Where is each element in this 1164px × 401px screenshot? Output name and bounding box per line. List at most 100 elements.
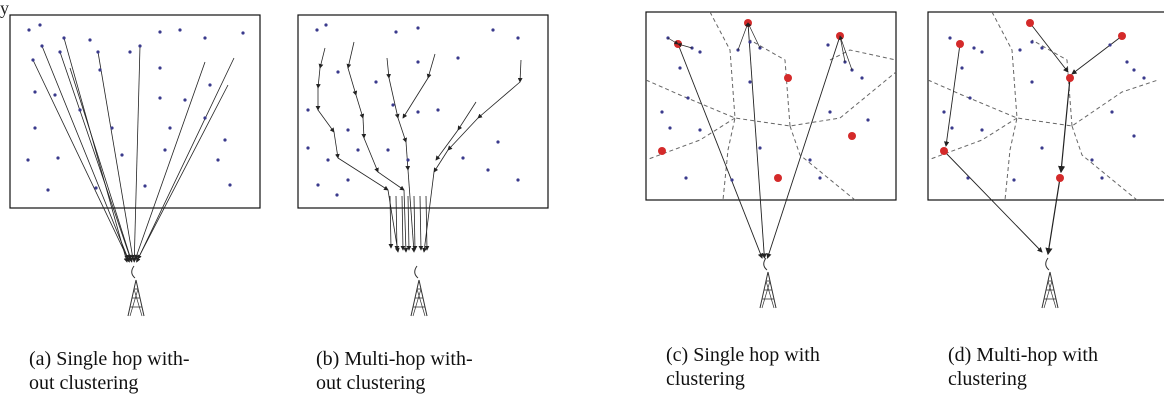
transmission-edge: [355, 94, 365, 119]
transmission-edge: [394, 195, 400, 251]
sensor-node: [38, 23, 42, 27]
sensor-node: [1108, 43, 1112, 47]
panel-a: (a) Single hop with- out clustering: [0, 0, 290, 401]
sensor-node: [1132, 134, 1136, 138]
sensor-node: [306, 108, 310, 112]
top-text-fragment: y: [0, 0, 9, 18]
diagram-single-hop-with-clustering: [645, 11, 897, 309]
transmission-edge: [422, 171, 435, 253]
transmission-edge: [69, 67, 133, 263]
transmission-edge: [517, 59, 523, 83]
sensor-node: [88, 38, 92, 42]
cluster-head: [1056, 174, 1064, 182]
sensor-node: [456, 56, 460, 60]
sensor-node: [1030, 40, 1034, 44]
cluster-head: [1026, 19, 1034, 27]
transmission-edge: [447, 117, 479, 151]
transmission-edge: [63, 37, 129, 263]
cluster-head: [658, 147, 666, 155]
transmission-edge: [333, 131, 340, 159]
diagram-single-hop-without-clustering: [9, 14, 261, 317]
sensor-node: [686, 96, 690, 100]
sensor-node: [178, 28, 182, 32]
sensor-node: [660, 110, 664, 114]
cluster-head: [784, 74, 792, 82]
sensor-node: [980, 50, 984, 54]
diagram-multi-hop-with-clustering: [927, 11, 1164, 309]
cluster-boundary: [749, 39, 791, 127]
transmission-edge: [667, 37, 679, 45]
transmission-edge: [839, 35, 853, 71]
cluster-head: [1066, 74, 1074, 82]
network-field-frame: [927, 11, 1164, 201]
sensor-node: [416, 60, 420, 64]
transmission-edge: [41, 45, 129, 260]
transmission-edge: [766, 35, 841, 259]
transmission-edge: [435, 129, 459, 161]
sensor-node: [1090, 158, 1094, 162]
caption-d-line-1: (d) Multi-hop with: [948, 344, 1098, 366]
sensor-node: [208, 83, 212, 87]
transmission-edge: [677, 42, 693, 49]
cluster-head: [848, 132, 856, 140]
sensor-node: [336, 70, 340, 74]
sensor-node: [496, 140, 500, 144]
caption-a-line-1: (a) Single hop with-: [29, 348, 190, 370]
sensor-node: [158, 96, 162, 100]
caption-b-line-2: out clustering: [316, 372, 426, 394]
transmission-edge: [347, 67, 358, 96]
sensor-node: [394, 30, 398, 34]
sensor-node: [942, 110, 946, 114]
sensor-node: [391, 103, 395, 107]
sensor-node: [758, 146, 762, 150]
cluster-boundary: [645, 71, 897, 127]
cluster-boundary: [1071, 125, 1138, 201]
transmission-edge: [386, 57, 391, 79]
sensor-node: [516, 36, 520, 40]
sensor-node: [968, 96, 972, 100]
sensor-node: [158, 30, 162, 34]
sensor-node: [228, 183, 232, 187]
sensor-node: [1030, 80, 1034, 84]
sensor-node: [748, 40, 752, 44]
sensor-node: [58, 50, 62, 54]
transmission-edge: [406, 195, 412, 251]
transmission-edge: [838, 35, 846, 63]
transmission-edge: [677, 43, 763, 259]
sensor-node: [1142, 76, 1146, 80]
transmission-edge: [137, 84, 229, 260]
sensor-node: [386, 148, 390, 152]
caption-b: (b) Multi-hop with- out clustering: [316, 347, 473, 395]
sensor-node: [110, 126, 114, 130]
transmission-edge: [134, 61, 206, 260]
sensor-node: [461, 156, 465, 160]
transmission-edge: [457, 101, 477, 131]
sensor-node: [335, 193, 339, 197]
transmission-edge: [1029, 22, 1069, 73]
sensor-node: [306, 146, 310, 150]
transmission-edge: [136, 57, 235, 263]
transmission-edge: [1057, 77, 1071, 174]
sensor-node: [315, 28, 319, 32]
sensor-node: [950, 126, 954, 130]
sensor-node: [966, 176, 970, 180]
sensor-node: [33, 90, 37, 94]
sensor-node: [56, 156, 60, 160]
sensor-node: [668, 126, 672, 130]
transmission-edge: [426, 53, 436, 79]
sensor-node: [33, 126, 37, 130]
transmission-edge: [424, 195, 430, 251]
sensor-node: [168, 126, 172, 130]
sensor-node: [808, 158, 812, 162]
sensor-node: [1125, 60, 1129, 64]
caption-c-line-2: clustering: [666, 368, 745, 390]
caption-b-line-1: (b) Multi-hop with-: [316, 348, 473, 370]
sensor-node: [31, 58, 35, 62]
caption-d-line-2: clustering: [948, 368, 1027, 390]
sensor-node: [40, 44, 44, 48]
panel-d: (d) Multi-hop with clustering: [922, 0, 1164, 401]
transmission-edge: [59, 51, 132, 260]
cluster-boundary: [927, 79, 1159, 127]
sensor-node: [94, 186, 98, 190]
cluster-boundary: [1031, 39, 1073, 127]
